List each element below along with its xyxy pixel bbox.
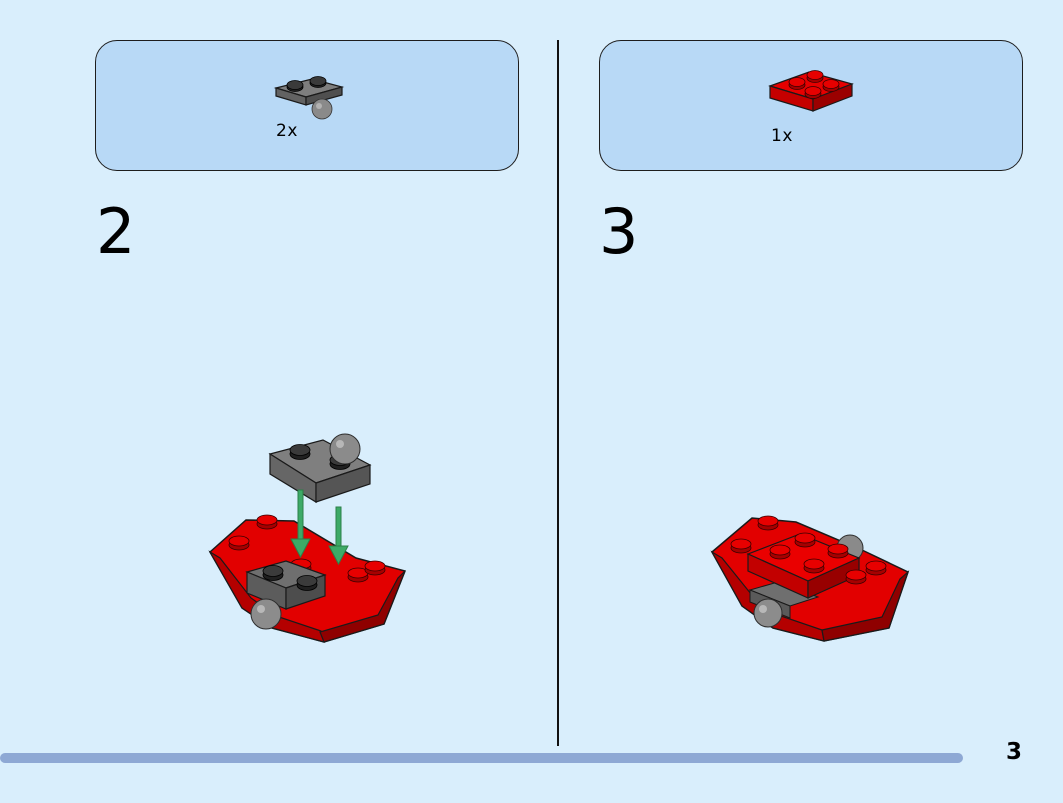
step-3-quantity: 1x (771, 126, 793, 146)
red-2x2-plate-icon (768, 70, 854, 112)
step-3-number: 3 (599, 195, 639, 268)
step-2-quantity: 2x (276, 121, 298, 141)
dark-gray-plate-with-ball-icon (273, 76, 345, 120)
page-progress-bar (0, 753, 963, 763)
step-2-parts-box: 2x (95, 40, 519, 171)
page-number: 3 (1006, 739, 1023, 765)
step-3-parts-box: 1x (599, 40, 1023, 171)
step-2-assembly-icon (208, 433, 407, 643)
step-2-number: 2 (96, 195, 136, 268)
step-3-assembly-icon (710, 515, 910, 642)
step-divider (557, 40, 559, 746)
